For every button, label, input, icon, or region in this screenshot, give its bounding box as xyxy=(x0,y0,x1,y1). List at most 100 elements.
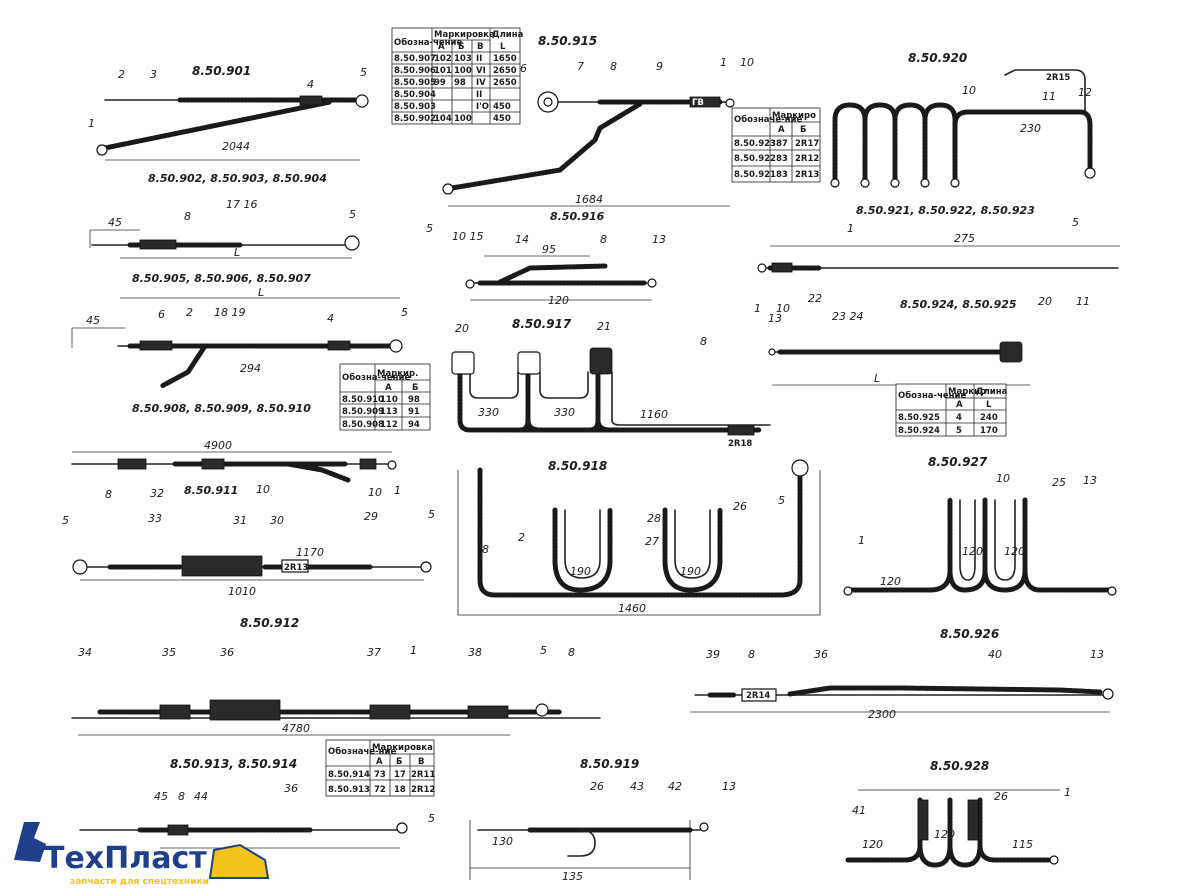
table-cell: 18 xyxy=(394,785,406,795)
table-cell: 98 xyxy=(408,395,420,405)
callout: 41 xyxy=(852,804,866,817)
figure-caption: 8.50.916 xyxy=(550,210,605,223)
dimension: 135 xyxy=(562,870,583,883)
table-cell: 2R11 xyxy=(411,770,435,780)
table-cell: II xyxy=(476,54,482,64)
callout: 8 xyxy=(748,648,755,661)
callout: 31 xyxy=(233,514,247,527)
callout: 8 xyxy=(178,790,185,803)
terminal-ring xyxy=(890,178,900,188)
table-cell: 8.50.906 xyxy=(394,66,436,76)
table-cell: 8.50.914 xyxy=(328,770,370,780)
dimension: L xyxy=(874,372,880,385)
figure-8-50-915: 8.50.915 ГВ 1684 8.50.916 6 7 8 9 1 10 5 xyxy=(426,34,754,235)
dimension: 45 xyxy=(108,216,122,229)
callout: 18 19 xyxy=(214,306,246,319)
callout: 1 xyxy=(754,302,761,315)
table-cell: 450 xyxy=(493,114,511,124)
table-cell: IV xyxy=(476,78,486,88)
wire xyxy=(674,509,711,579)
dimension: L xyxy=(234,246,240,259)
terminal-ring xyxy=(843,586,853,596)
table-cell: 102 xyxy=(434,54,452,64)
figure-caption: 8.50.908, 8.50.909, 8.50.910 xyxy=(132,402,311,415)
callout: 5 xyxy=(62,514,69,527)
table-frame xyxy=(731,107,821,183)
wire xyxy=(469,371,519,399)
table-cell: 8.50.902 xyxy=(394,114,436,124)
figure-caption: 8.50.905, 8.50.906, 8.50.907 xyxy=(132,272,311,285)
callout: 29 xyxy=(364,510,378,523)
table-cell: 113 xyxy=(380,407,398,417)
table-frame xyxy=(339,363,431,431)
wire-tag: ГВ xyxy=(692,98,704,108)
callout: 33 xyxy=(148,512,162,525)
table-cell: 8.50.909 xyxy=(342,407,384,417)
connector-body xyxy=(209,699,281,721)
terminal-ring xyxy=(768,348,776,356)
table-cell: Б xyxy=(800,125,806,135)
table-cell: 8.50.907 xyxy=(394,54,436,64)
callout: 8 xyxy=(610,60,617,73)
callout: 36 xyxy=(814,648,828,661)
table-cell: 170 xyxy=(980,426,998,436)
callout: 5 xyxy=(360,66,367,79)
table-cell: Обозначе-ние xyxy=(328,746,397,757)
wire-braid xyxy=(787,685,1103,697)
table-frame xyxy=(325,739,435,797)
sleeve xyxy=(359,458,377,470)
sleeve xyxy=(467,705,509,719)
callout: 40 xyxy=(988,648,1002,661)
callout: 9 xyxy=(656,60,663,73)
callout: 7 xyxy=(577,60,584,73)
dimension: 130 xyxy=(492,835,513,848)
sleeve xyxy=(689,96,721,108)
terminal-ring xyxy=(344,235,360,251)
callout: 38 xyxy=(468,646,482,659)
terminal-ring xyxy=(920,178,930,188)
terminal-ring xyxy=(72,559,88,575)
wire xyxy=(959,499,976,581)
table-cell: 91 xyxy=(408,407,420,417)
terminal-ring xyxy=(860,178,870,188)
callout: 13 xyxy=(652,233,666,246)
dimension: 1010 xyxy=(228,585,256,598)
callout: 1 xyxy=(88,117,95,130)
callout: 17 16 xyxy=(226,198,258,211)
dimension: 190 xyxy=(570,565,591,578)
table-cell: 2650 xyxy=(493,78,517,88)
figure-8-50-901: 8.50.901 2044 1 2 3 4 5 8.50.902, 8.50.9… xyxy=(88,64,369,185)
wire-tag: 2R13 xyxy=(284,563,308,573)
sleeve xyxy=(139,340,173,351)
sleeve xyxy=(201,458,225,470)
callout: 22 xyxy=(808,292,822,305)
table-cell: 99 xyxy=(434,78,446,88)
wire-braid xyxy=(102,99,333,151)
callout: 4 xyxy=(307,78,314,91)
table-cell: 83 xyxy=(776,154,788,164)
callout: 1 xyxy=(847,222,854,235)
dimension: 4780 xyxy=(282,722,310,735)
table-cell: 101 xyxy=(434,66,452,76)
wire-braid xyxy=(285,461,351,483)
wire xyxy=(611,371,771,426)
figure-8-50-927: 8.50.927 120 120 120 1 10 25 13 xyxy=(843,455,1117,596)
wire xyxy=(1004,69,1086,113)
table-cell: Маркир xyxy=(948,387,986,397)
terminal-ring xyxy=(830,178,840,188)
callout: 2 xyxy=(118,68,125,81)
table-cell: 17 xyxy=(394,770,406,780)
figure-8-50-911: 4900 8 32 10 10 1 8.50.911 xyxy=(71,439,401,501)
figure-title: 8.50.926 xyxy=(940,627,999,641)
table-cell: 100 xyxy=(454,114,472,124)
dimension: 95 xyxy=(542,243,556,256)
wire-loop xyxy=(662,507,723,593)
table-cell: L xyxy=(500,42,506,52)
callout: 28 xyxy=(647,512,661,525)
logo-mark xyxy=(14,822,46,862)
callout: 25 xyxy=(1052,476,1066,489)
wire-braid xyxy=(587,369,613,433)
callout: 12 xyxy=(1078,86,1092,99)
table-cell: I'O xyxy=(476,102,489,112)
